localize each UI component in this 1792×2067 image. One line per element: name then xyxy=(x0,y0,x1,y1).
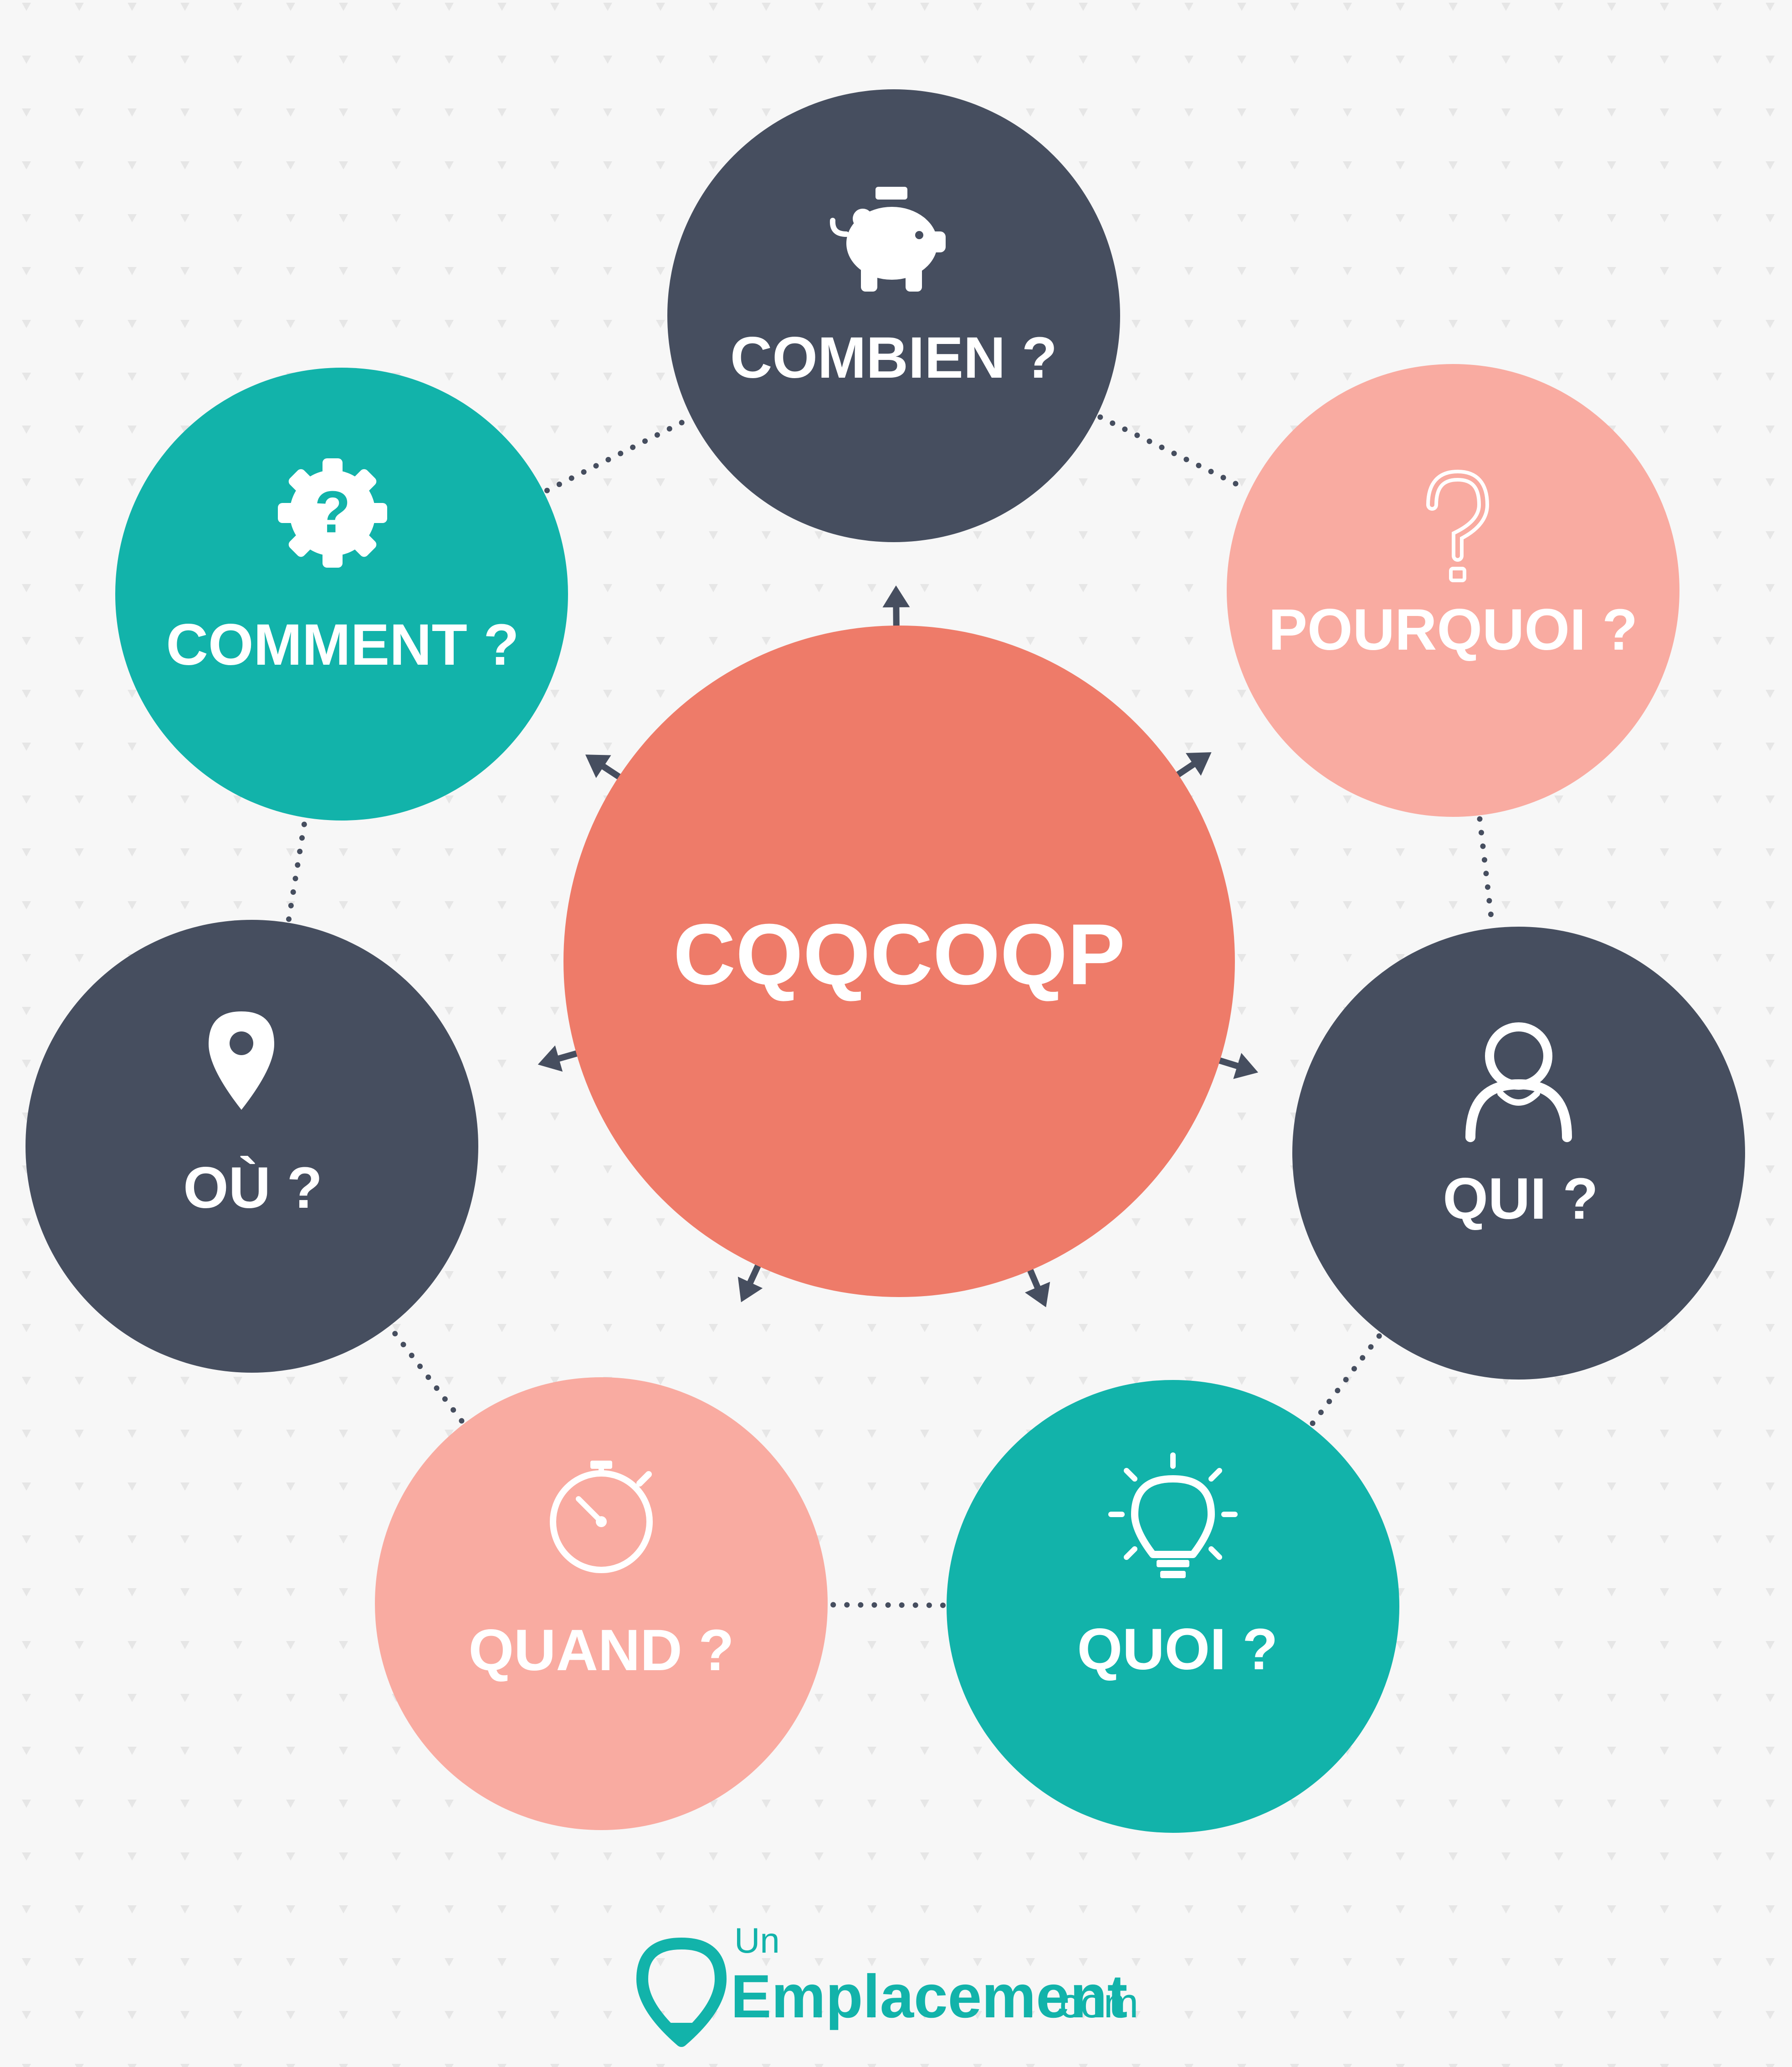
person-icon xyxy=(1465,1022,1572,1142)
node-quoi: QUOI ? xyxy=(947,1380,1399,1833)
node-label: COMBIEN ? xyxy=(730,325,1057,390)
node-ou: OÙ ? xyxy=(26,920,478,1373)
arrow-head xyxy=(585,754,611,778)
node-combien: COMBIEN ? xyxy=(667,89,1120,542)
logo: Un Emplacement .com xyxy=(636,1920,1138,2047)
lightbulb-icon xyxy=(1108,1452,1238,1578)
dotted-connector xyxy=(1477,816,1495,928)
node-label: QUI ? xyxy=(1443,1166,1598,1231)
node-circle xyxy=(667,89,1120,542)
node-circle xyxy=(26,920,478,1373)
dotted-connector xyxy=(389,1326,465,1424)
svg-text:?: ? xyxy=(314,478,350,545)
arrow-head xyxy=(1233,1053,1259,1079)
node-label: OÙ ? xyxy=(183,1155,323,1221)
node-circle xyxy=(1227,364,1679,817)
node-label: QUOI ? xyxy=(1077,1617,1278,1682)
map-pin-logo-icon xyxy=(636,1938,727,2047)
arrow-head xyxy=(1024,1282,1050,1308)
node-quand: QUAND ? xyxy=(375,1377,828,1830)
node-qui: QUI ? xyxy=(1292,927,1745,1380)
node-label: POURQUOI ? xyxy=(1269,597,1638,662)
location-pin-icon xyxy=(209,1011,274,1110)
dotted-connector xyxy=(544,416,691,493)
node-label: QUAND ? xyxy=(468,1618,734,1683)
logo-small-text: Un xyxy=(734,1920,780,1960)
center-label: CQQCOQP xyxy=(673,906,1125,1003)
arrow-head xyxy=(737,1277,763,1303)
node-circle xyxy=(115,368,568,821)
arrow-head xyxy=(882,585,910,608)
node-circle xyxy=(1292,927,1745,1380)
arrow-head xyxy=(538,1045,563,1072)
node-label: COMMENT ? xyxy=(166,612,519,677)
arrow-head xyxy=(1185,752,1212,776)
dotted-connector xyxy=(1097,414,1249,492)
logo-big-text: Emplacement xyxy=(731,1963,1127,2031)
gear-question-icon: ? xyxy=(278,458,387,568)
dotted-connectors xyxy=(286,414,1495,1608)
node-circle xyxy=(375,1377,828,1830)
question-mark-icon xyxy=(1426,469,1490,582)
stopwatch-icon xyxy=(550,1461,653,1573)
node-circle xyxy=(947,1380,1399,1833)
node-pourquoi: POURQUOI ? xyxy=(1227,364,1679,817)
logo-suffix-text: .com xyxy=(1048,1980,1138,2026)
center-circle xyxy=(563,626,1235,1297)
piggy-bank-icon xyxy=(829,187,946,292)
node-comment: ? COMMENT ? xyxy=(115,368,568,821)
dotted-connector xyxy=(1310,1333,1382,1426)
center-node: CQQCOQP xyxy=(563,626,1235,1297)
dotted-connector xyxy=(286,818,307,922)
